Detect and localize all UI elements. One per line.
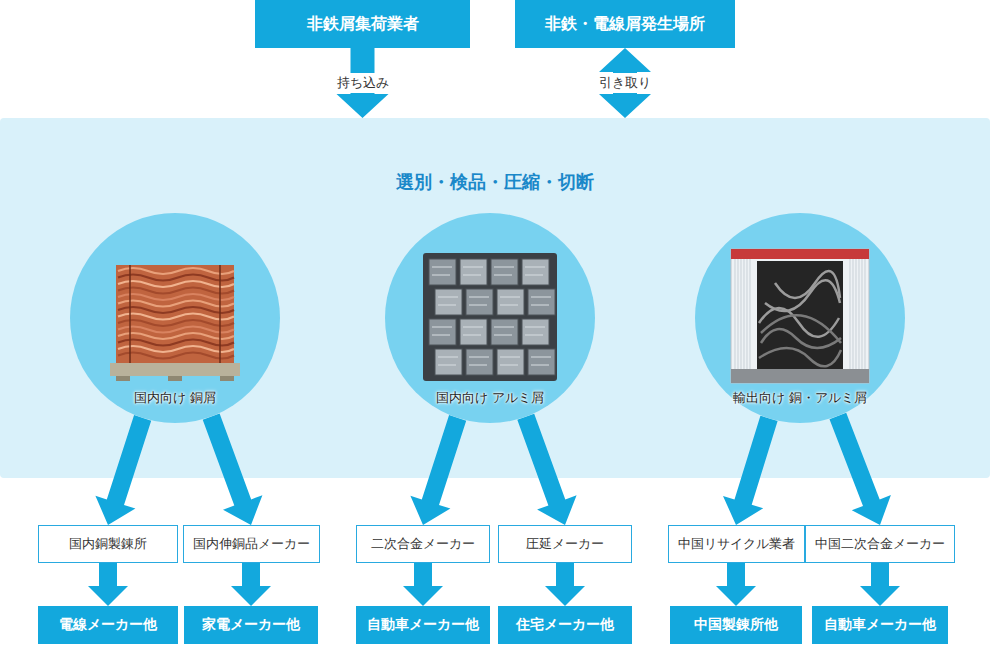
end-user-box: 電線メーカー他 <box>38 606 178 644</box>
node-label: 中国二次合金メーカー <box>815 535 945 553</box>
flow-arrow <box>517 414 576 525</box>
product-circle: 国内向け アルミ屑 <box>385 213 595 423</box>
node-label: 非鉄・電線屑発生場所 <box>545 14 705 35</box>
node-label: 圧延メーカー <box>526 535 604 553</box>
node-label: 電線メーカー他 <box>59 616 157 634</box>
node-label: 家電メーカー他 <box>202 616 300 634</box>
node-label: 国内向け アルミ屑 <box>436 389 544 407</box>
flow-arrow <box>545 563 585 606</box>
end-user-box: 中国製錬所他 <box>670 606 802 644</box>
flow-arrow <box>410 415 466 525</box>
end-user-box: 家電メーカー他 <box>184 606 318 644</box>
flow-arrow <box>723 416 778 525</box>
flow-arrow <box>716 563 756 606</box>
node-label: 自動車メーカー他 <box>367 616 479 634</box>
node-label: 国内伸銅品メーカー <box>193 535 310 553</box>
product-circle: 輸出向け 銅・アルミ屑 <box>695 213 905 423</box>
node-label: 住宅メーカー他 <box>516 616 614 634</box>
buyer-box: 圧延メーカー <box>498 525 632 563</box>
flow-arrow <box>95 415 151 525</box>
end-user-box: 自動車メーカー他 <box>356 606 490 644</box>
source-box: 非鉄屑集荷業者 <box>255 0 470 48</box>
node-label: 国内向け 銅屑 <box>134 389 216 407</box>
node-label: 中国製錬所他 <box>694 616 778 634</box>
source-box: 非鉄・電線屑発生場所 <box>515 0 735 48</box>
edge-label: 引き取り <box>596 73 654 93</box>
buyer-box: 中国二次合金メーカー <box>805 525 955 563</box>
flow-arrow <box>403 563 443 606</box>
buyer-box: 中国リサイクル業者 <box>668 525 805 563</box>
flow-arrow <box>231 563 271 606</box>
band-title: 選別・検品・圧縮・切断 <box>0 170 990 194</box>
node-label: 二次合金メーカー <box>371 535 475 553</box>
buyer-box: 二次合金メーカー <box>356 525 490 563</box>
buyer-box: 国内銅製錬所 <box>38 525 178 563</box>
process-band: 選別・検品・圧縮・切断国内向け 銅屑 国内向け アルミ屑 輸出向け 銅・アルミ屑 <box>0 118 990 478</box>
edge-label: 持ち込み <box>334 73 392 93</box>
buyer-box: 国内伸銅品メーカー <box>183 525 320 563</box>
end-user-box: 住宅メーカー他 <box>498 606 632 644</box>
node-label: 自動車メーカー他 <box>824 616 936 634</box>
flow-arrow <box>830 413 891 525</box>
node-label: 非鉄屑集荷業者 <box>307 14 419 35</box>
flow-arrow <box>203 414 263 526</box>
flow-arrow <box>860 563 900 606</box>
node-label: 輸出向け 銅・アルミ屑 <box>733 389 867 407</box>
end-user-box: 自動車メーカー他 <box>812 606 948 644</box>
node-label: 国内銅製錬所 <box>69 535 147 553</box>
flow-arrow <box>88 563 128 606</box>
node-label: 中国リサイクル業者 <box>678 535 795 553</box>
product-circle: 国内向け 銅屑 <box>70 213 280 423</box>
